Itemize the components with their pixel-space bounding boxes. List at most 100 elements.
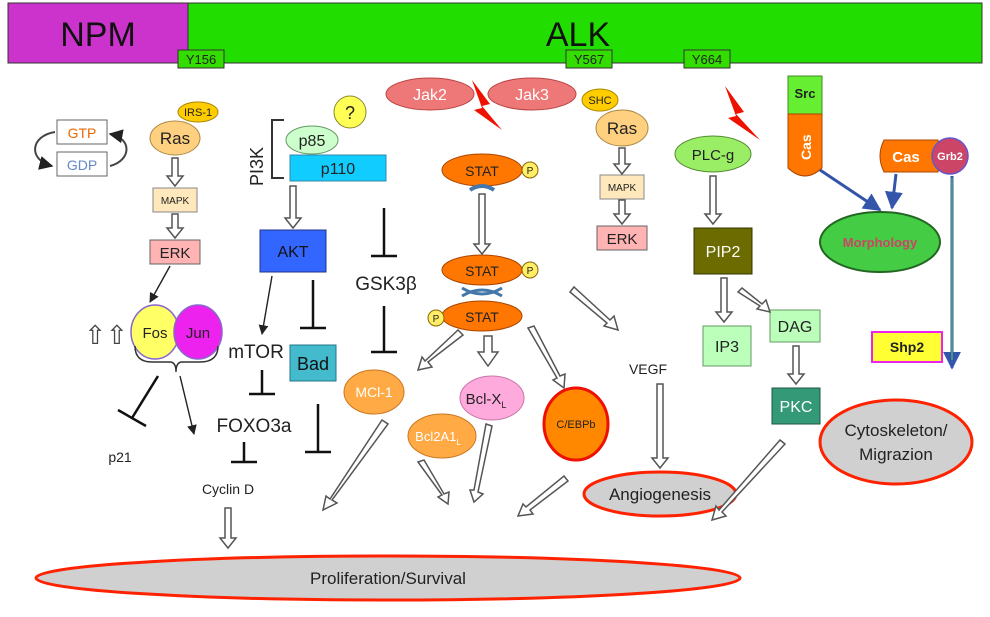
akt-box [259,229,327,273]
arrow-akt-mtor [258,275,273,335]
grb2-label: Grb2 [937,151,963,163]
cyclin-d-label: Cyclin D [202,481,254,497]
cytoskeleton-label-1: Cytoskeleton/ [845,421,948,440]
ip3-box [702,325,752,367]
foxo3a-label: FOXO3a [217,416,292,437]
mapk-label-right: MAPK [608,183,637,194]
arrow-vegf-angio [650,383,670,470]
morphology-label: Morphology [843,235,918,250]
cas-box-vertical [787,113,823,177]
thin-arrows [149,265,273,435]
ras-node-left [149,120,201,156]
bclxl-sub: L [501,400,506,410]
y156-label: Y156 [186,52,216,67]
shc-label: SHC [588,95,611,107]
gtp-label: GTP [68,125,97,141]
inhibit-p110-gsk3b [371,208,397,258]
npm-label: NPM [60,16,136,54]
p110-label: p110 [321,161,356,178]
arrow-stat-cebpb [526,325,566,390]
arrow-cyclin-prolif [218,507,238,550]
gtp-gdp-cycle: GTP GDP [34,119,128,177]
arrow-stat-vegf [568,285,620,332]
mapk-box-right [599,174,645,200]
jun-label: Jun [186,325,210,342]
cytoskeleton-node [818,398,974,486]
cas-box-horizontal [879,139,939,173]
ras-label-left: Ras [160,129,190,148]
stat-label-dimer-upper: STAT [465,263,499,279]
plcg-node [674,135,752,173]
p85-label: p85 [299,133,326,150]
jun-node [173,304,223,360]
src-label: Src [795,86,816,101]
bcl2a1-sub: L [456,438,461,447]
grb2-node [931,137,969,175]
arrow-bcl2a1-prolif [416,459,450,506]
bclxl-node [459,375,525,421]
ras-label-right: Ras [607,119,637,138]
stat-linker-top [468,184,496,192]
arrow-stat-mcl1 [416,328,465,372]
bad-label: Bad [297,354,329,374]
cebpb-label: C/EBPb [556,419,595,431]
pkc-box [771,387,821,425]
proliferation-label: Proliferation/Survival [310,569,466,588]
mapk-label-left: MAPK [161,196,190,207]
arrow-erk-fos [149,265,171,303]
inhibit-akt-bad [300,280,326,330]
inhibit-fosjun-p21 [117,375,160,428]
arrow-pip2-ip3 [714,277,734,324]
erk-box-right [596,225,648,251]
shp2-box [871,331,943,363]
y664-box [683,49,731,69]
pi3k-label: PI3K [247,147,267,186]
cebpb-node [542,386,610,462]
gdp-label: GDP [67,157,97,173]
arrow-mcl1-prolif [321,418,390,512]
bclxl-main: Bcl-X [466,391,502,408]
arrow-p110-akt [283,185,303,230]
p-badge-dimer-upper [521,261,539,279]
y156-box [177,49,225,69]
proliferation-node [34,554,742,602]
mcl1-node [343,369,405,415]
arrow-dag-pkc [786,345,806,386]
lightning-plc [725,86,760,140]
arrow-plcg-pip2 [703,175,723,226]
bcl2a1-label: Bcl2A1L [415,429,461,447]
lightning-jak [472,80,502,130]
arrow-stat-top-down [472,193,492,256]
arrow-mapk-erk-right [612,199,632,226]
akt-label: AKT [277,244,308,261]
cycle-arrow-left [34,131,56,170]
mapk-box-left [152,187,198,213]
cytoskeleton-label-2: Migrazion [859,445,933,464]
jak2-label: Jak2 [413,87,447,104]
irs1-node [177,101,219,123]
inhibit-bad-prolif [305,404,331,454]
inhibit-foxo3a-cyclin [231,442,257,464]
p21-label: p21 [108,449,132,465]
erk-label-left: ERK [160,245,191,262]
stat-label-dimer-lower: STAT [465,309,499,325]
bcl2a1-main: Bcl2A1 [415,429,456,444]
p-badge-top [521,161,539,179]
plcg-label: PLC-g [692,147,735,164]
stat-dimer-linker [461,286,503,298]
npm-bar [7,2,189,64]
arrow-cebpb-prolif [516,474,570,517]
alk-label: ALK [546,16,611,54]
bcl2a1-node [407,413,477,459]
arrow-ras-mapk-right [612,147,632,176]
p85-node [285,125,339,155]
vegf-label: VEGF [629,361,667,377]
arrow-fosjun-cyclin [179,375,197,435]
p-label-dimer-upper: P [527,266,534,277]
unknown-label: ? [345,103,355,123]
erk-box-left [149,239,201,265]
cycle-arrow-right [108,129,128,167]
src-box [787,75,823,115]
inhibit-gsk3b-mcl1 [371,306,397,354]
